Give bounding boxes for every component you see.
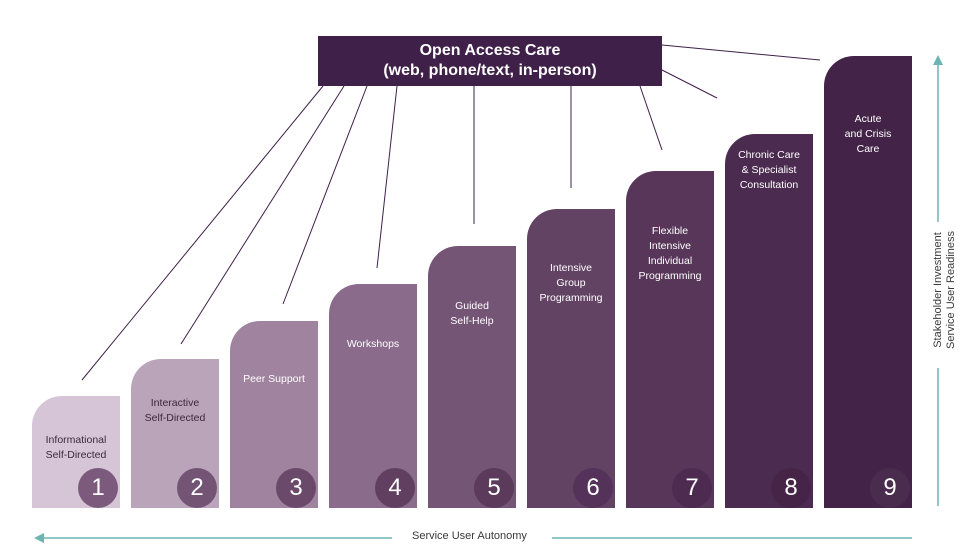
vertical-axis-line1: Stakeholder Investment bbox=[932, 232, 944, 348]
care-step-label: Acute and Crisis Care bbox=[844, 113, 892, 155]
connector-lines bbox=[81, 44, 821, 381]
open-access-care-box: Open Access Care (web, phone/text, in-pe… bbox=[318, 36, 662, 86]
care-step-number: 2 bbox=[177, 468, 217, 508]
care-step-label: Workshops bbox=[346, 338, 400, 350]
care-step-label: Intensive Group Programming bbox=[539, 262, 603, 304]
care-step-number: 8 bbox=[771, 468, 811, 508]
connector-line-2 bbox=[180, 85, 345, 345]
care-step-label: Peer Support bbox=[243, 373, 305, 385]
care-step-number: 3 bbox=[276, 468, 316, 508]
care-step-number: 6 bbox=[573, 468, 613, 508]
vertical-axis-line2: Service User Readiness bbox=[945, 231, 957, 349]
care-step-number: 5 bbox=[474, 468, 514, 508]
care-step-8 bbox=[725, 134, 813, 508]
connector-line-9 bbox=[661, 44, 821, 61]
care-step-label: Interactive Self-Directed bbox=[144, 397, 206, 424]
header-title: Open Access Care bbox=[419, 42, 561, 59]
care-step-number: 1 bbox=[78, 468, 118, 508]
care-step-label: Informational Self-Directed bbox=[45, 434, 107, 461]
care-step-number: 4 bbox=[375, 468, 415, 508]
connector-line-4 bbox=[376, 85, 398, 269]
horizontal-axis-label: Service User Autonomy bbox=[412, 530, 527, 542]
care-step-label: Chronic Care & Specialist Consultation bbox=[738, 149, 800, 191]
care-step-6 bbox=[527, 209, 615, 508]
horizontal-arrow-head bbox=[34, 533, 44, 543]
vertical-arrow-head bbox=[933, 55, 943, 65]
care-step-5 bbox=[428, 246, 516, 508]
connector-line-8 bbox=[661, 69, 718, 99]
care-step-number: 9 bbox=[870, 468, 910, 508]
care-step-9 bbox=[824, 56, 912, 508]
care-step-number: 7 bbox=[672, 468, 712, 508]
connector-line-3 bbox=[282, 85, 368, 305]
axis-arrows bbox=[34, 55, 943, 543]
connector-line-7 bbox=[639, 85, 663, 151]
care-step-7 bbox=[626, 171, 714, 508]
care-step-label: Flexible Intensive Individual Programmin… bbox=[638, 225, 702, 282]
care-step-label: Guided Self-Help bbox=[450, 300, 494, 327]
vertical-axis-label: Stakeholder Investment Service User Read… bbox=[932, 231, 958, 349]
connector-line-1 bbox=[81, 85, 324, 381]
header-subtitle: (web, phone/text, in-person) bbox=[383, 62, 597, 79]
